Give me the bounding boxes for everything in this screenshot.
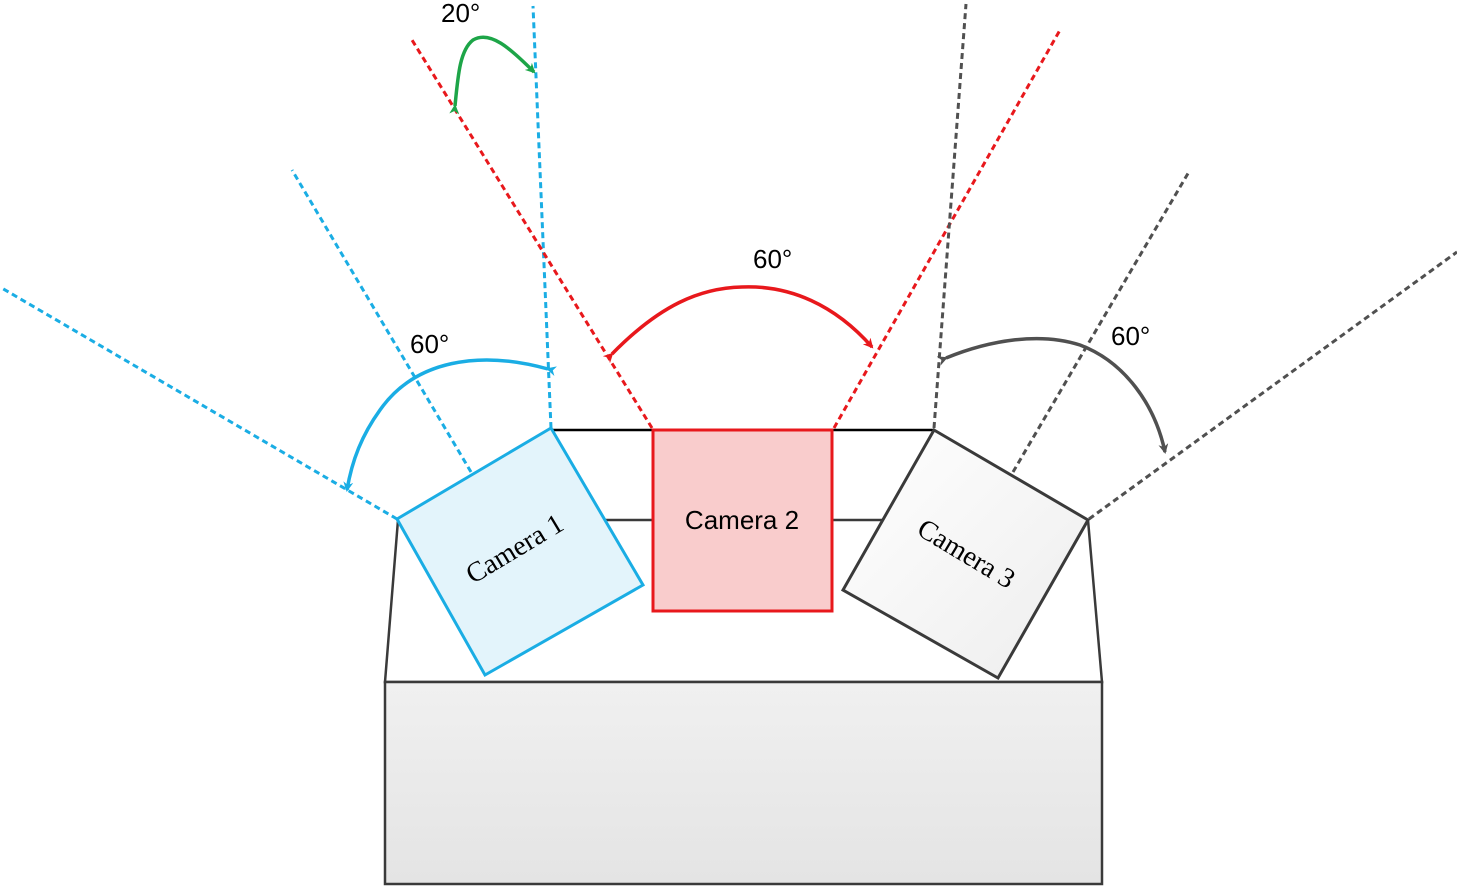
- camera-3-body: [840, 427, 1091, 681]
- camera3-angle-arc: [936, 336, 1169, 454]
- camera1-fov-lines: [0, 5, 553, 521]
- camera-3: Camera 3: [840, 427, 1091, 681]
- camera2-fov-left-edge: [410, 39, 654, 429]
- camera2-fov-angle-label: 60°: [753, 244, 792, 274]
- camera3-fov-right-edge: [1088, 250, 1457, 521]
- tilt-angle-label: 20°: [441, 0, 480, 28]
- camera1-fov-right-edge: [531, 5, 553, 429]
- camera2-fov-right-edge: [832, 29, 1062, 429]
- camera-2-body: [651, 428, 834, 613]
- camera-2: Camera 2: [651, 428, 834, 613]
- camera3-fov-angle-label: 60°: [1111, 321, 1150, 351]
- housing-base-box: [383, 680, 1104, 886]
- camera2-angle-arc: [602, 285, 874, 364]
- camera3-fov-left-edge: [932, 3, 968, 429]
- tilt-angle-arc: [449, 35, 536, 115]
- camera3-fov-lines: [932, 3, 1457, 521]
- camera3-fov-center-line: [1011, 169, 1192, 473]
- camera1-fov-angle-label: 60°: [410, 329, 449, 359]
- camera1-fov-center-line: [290, 169, 473, 473]
- camera-2-label: Camera 2: [685, 505, 799, 535]
- camera1-angle-arc: [343, 358, 558, 492]
- camera1-fov-left-edge: [0, 285, 398, 521]
- camera2-fov-lines: [410, 29, 1062, 429]
